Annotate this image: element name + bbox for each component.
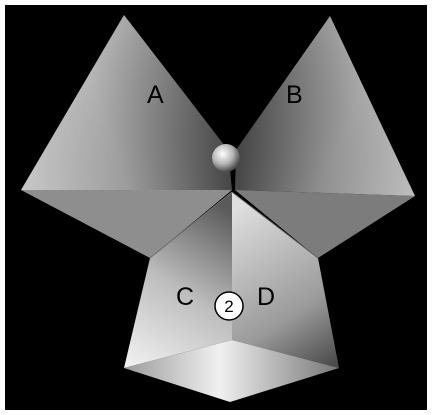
face-a-lower bbox=[21, 190, 232, 258]
face-a-shading bbox=[21, 15, 232, 190]
number-badge-circle bbox=[214, 291, 244, 321]
ridge-line-right bbox=[231, 191, 319, 259]
face-c bbox=[124, 192, 232, 368]
gray-sphere-icon bbox=[212, 144, 240, 172]
number-badge: 2 bbox=[224, 297, 233, 316]
face-bottom bbox=[124, 340, 339, 402]
face-b-shading bbox=[235, 16, 415, 196]
face-label-d: D bbox=[257, 283, 275, 311]
ridge-line-left bbox=[149, 191, 233, 259]
face-label-b: B bbox=[286, 81, 303, 109]
face-label-a: A bbox=[147, 81, 164, 109]
face-b-lower bbox=[235, 190, 415, 258]
face-label-c: C bbox=[176, 283, 194, 311]
face-d bbox=[232, 192, 339, 368]
